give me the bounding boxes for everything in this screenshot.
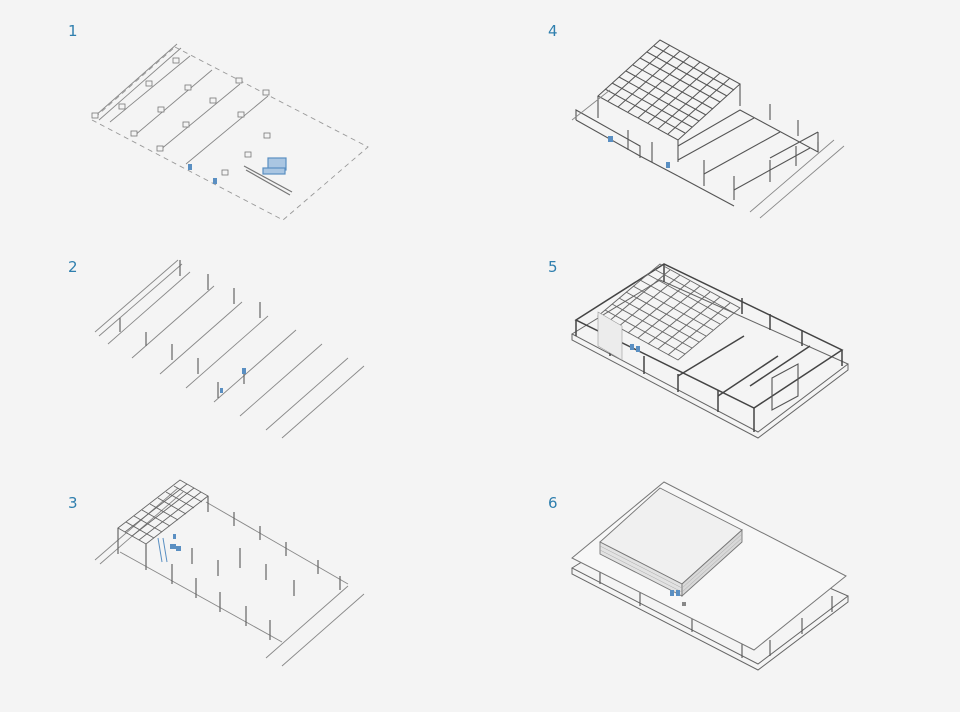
foundation-rail xyxy=(185,95,269,165)
frame xyxy=(677,109,819,153)
base-slab-edge xyxy=(571,568,849,671)
foundation-rail xyxy=(239,343,323,417)
foundation-rail xyxy=(265,585,349,659)
excavator-figure xyxy=(243,157,293,196)
site-boundary xyxy=(91,46,369,221)
step-6-isometric-drawing xyxy=(570,481,849,671)
beam xyxy=(677,117,755,161)
foundation-rail xyxy=(98,47,182,121)
foundation-rail xyxy=(749,139,835,213)
step-number-5: 5 xyxy=(548,258,558,276)
beam xyxy=(703,131,781,175)
footing-pad xyxy=(145,80,153,87)
step-5-isometric-drawing xyxy=(570,263,849,439)
foundation-rail xyxy=(94,43,178,117)
foundation-rail xyxy=(94,487,179,561)
perimeter-beam xyxy=(119,551,283,643)
beam xyxy=(677,335,745,377)
foundation-rail xyxy=(99,491,184,565)
footing-pad xyxy=(184,84,192,91)
roof-grid xyxy=(597,39,741,141)
worker-figure xyxy=(157,534,181,563)
footing-pad xyxy=(118,103,126,110)
step-panel-3: 3 xyxy=(0,472,480,708)
footing-pad xyxy=(235,77,243,84)
foundation-rail xyxy=(94,259,179,333)
foundation-rail xyxy=(109,55,191,123)
step-panel-6: 6 xyxy=(480,472,960,708)
worker-figure xyxy=(220,368,246,393)
footing-pad xyxy=(157,106,165,113)
step-panel-5: 5 xyxy=(480,236,960,472)
beam xyxy=(769,131,819,159)
foundation-rail xyxy=(281,365,365,439)
footing-pad xyxy=(156,145,164,152)
footing-pad xyxy=(263,132,271,139)
step-number-1: 1 xyxy=(68,22,78,40)
foundation-rail xyxy=(265,357,349,431)
foundation-rail xyxy=(281,593,365,667)
step-2-isometric-drawing xyxy=(94,259,365,439)
worker-figure xyxy=(630,344,640,352)
worker-figure xyxy=(608,136,670,168)
base-slab-edge xyxy=(571,334,849,439)
door-frame xyxy=(771,363,799,411)
step-1-isometric-drawing xyxy=(91,43,369,221)
perimeter-beam xyxy=(205,501,349,585)
foundation-rail xyxy=(185,315,269,389)
step-panel-1: 1 xyxy=(0,0,480,236)
beam xyxy=(717,355,779,397)
step-number-2: 2 xyxy=(68,258,78,276)
footing-pad xyxy=(182,121,190,128)
footing-pad xyxy=(91,112,99,119)
foundation-rail xyxy=(159,301,243,375)
roof-grid xyxy=(597,263,741,361)
step-panel-4: 4 xyxy=(480,0,960,236)
step-panel-2: 2 xyxy=(0,236,480,472)
beam xyxy=(733,147,811,191)
step-number-4: 4 xyxy=(548,22,558,40)
foundation-rail xyxy=(571,89,611,121)
step-number-6: 6 xyxy=(548,494,558,512)
foundation-rail xyxy=(213,329,297,403)
step-number-3: 3 xyxy=(68,494,78,512)
footing-pad xyxy=(244,151,252,158)
worker-figure xyxy=(670,590,686,606)
frame xyxy=(575,109,641,158)
worker-figure xyxy=(188,164,217,184)
footing-pad xyxy=(262,89,270,96)
footing-pad xyxy=(237,111,245,118)
foundation-rail xyxy=(98,263,183,337)
beam xyxy=(639,155,679,177)
footing-pad xyxy=(209,97,217,104)
foundation-rail xyxy=(159,83,241,151)
foundation-rail xyxy=(759,145,845,219)
step-3-isometric-drawing xyxy=(94,479,365,667)
foundation-rail xyxy=(107,271,191,345)
footing-pad xyxy=(130,130,138,137)
roof-grid-section xyxy=(117,479,209,545)
footing-pad xyxy=(172,57,180,64)
foundation-rail xyxy=(133,69,213,137)
wall-panel xyxy=(597,311,623,361)
beam xyxy=(749,345,811,387)
beam xyxy=(677,175,735,207)
footing-pad xyxy=(221,169,229,176)
step-4-isometric-drawing xyxy=(571,39,845,219)
